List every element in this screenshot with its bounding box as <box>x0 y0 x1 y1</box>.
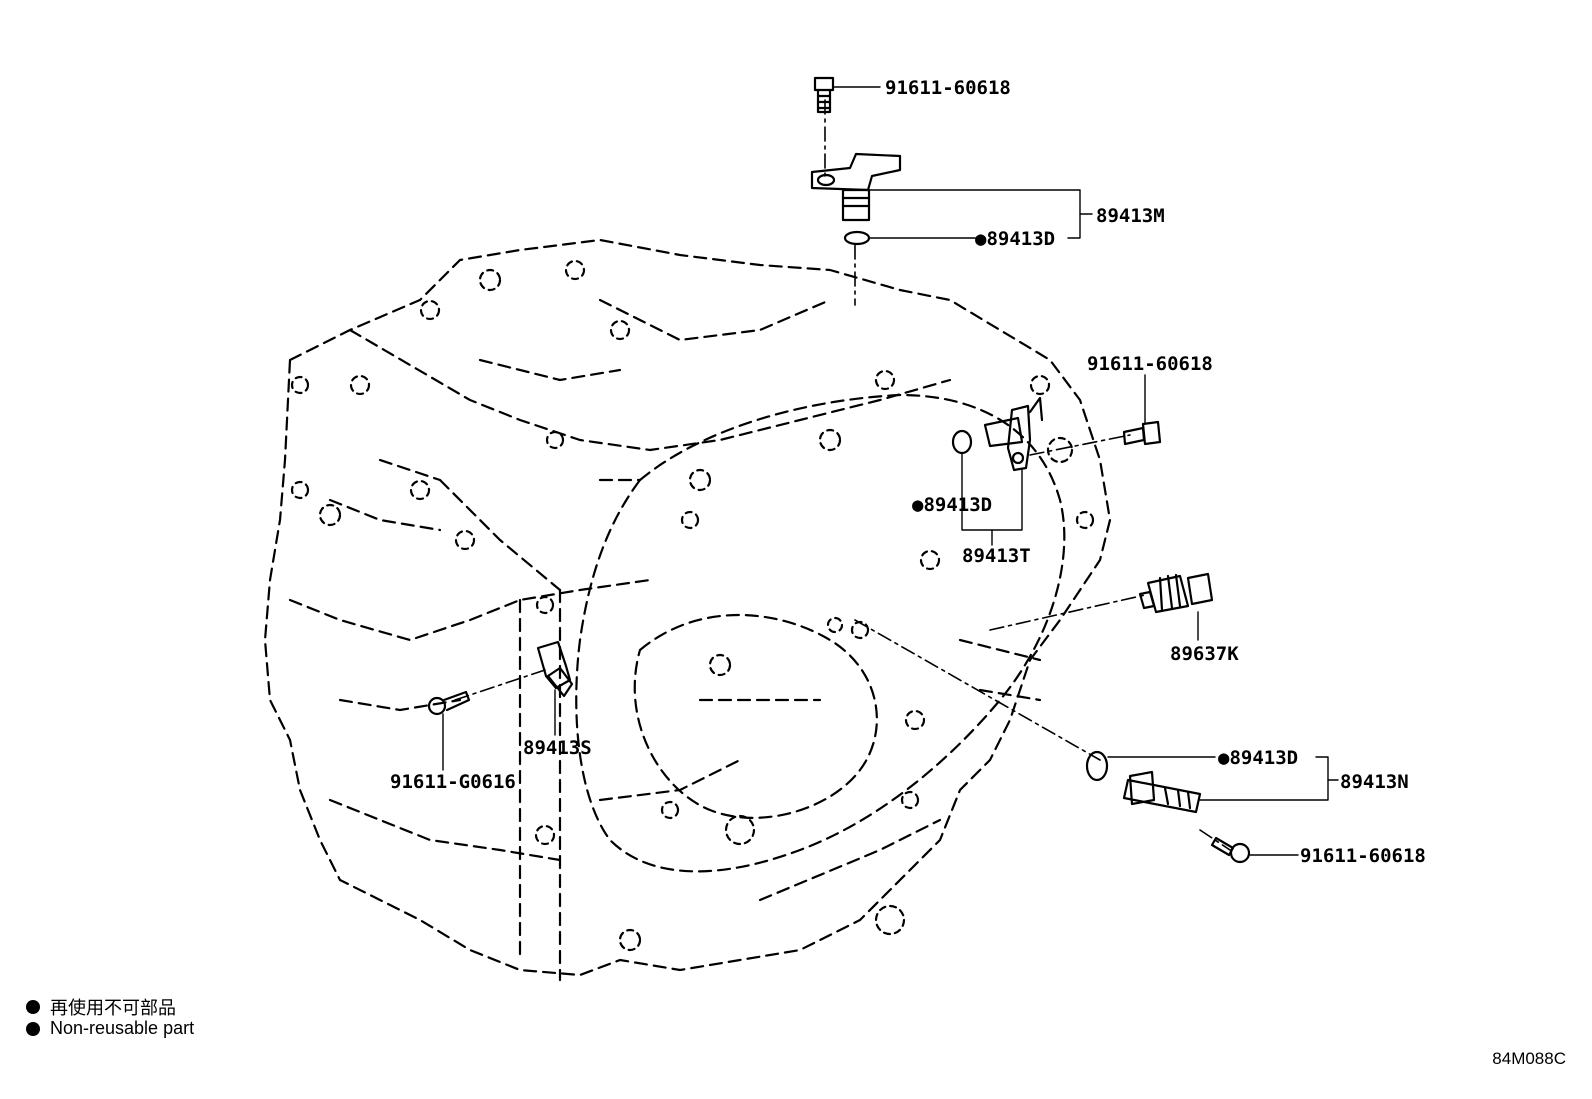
bolt-right-icon <box>1122 420 1162 446</box>
housing-bosses <box>290 259 1095 952</box>
oring-mid-icon <box>951 429 973 455</box>
leader-lines <box>442 86 1339 856</box>
legend-dot-icon <box>26 1021 40 1036</box>
transmission-housing <box>263 238 1112 982</box>
label-bolt-top: 91611-60618 <box>885 77 1011 99</box>
legend-text-ja: 再使用不可部品 <box>50 998 176 1018</box>
sensor-89413m-icon <box>810 152 902 222</box>
label-bolt-low: 91611-60618 <box>1300 845 1426 867</box>
label-oring-top: ●89413D <box>975 228 1055 250</box>
bolt-left-icon <box>427 690 471 716</box>
label-sensor-89413t: 89413T <box>962 545 1031 567</box>
oring-low-icon <box>1085 750 1109 782</box>
legend-text-en: Non-reusable part <box>50 1018 195 1038</box>
label-bolt-right: 91611-60618 <box>1087 353 1213 375</box>
switch-89637k-icon <box>1138 572 1214 614</box>
label-sensor-89413s: 89413S <box>523 737 592 759</box>
label-sensor-89413m: 89413M <box>1096 205 1165 227</box>
label-bolt-left: 91611-G0616 <box>390 771 516 793</box>
legend-dot-icon <box>26 1000 40 1014</box>
label-sensor-89413n: 89413N <box>1340 771 1409 793</box>
bolt-top-icon <box>813 76 835 114</box>
alignment-lines <box>454 99 1231 851</box>
label-switch-89637k: 89637K <box>1170 643 1239 665</box>
label-oring-mid: ●89413D <box>912 494 992 516</box>
bolt-low-icon <box>1210 836 1251 864</box>
diagram-code: 84M088C <box>1492 1049 1566 1068</box>
legend-row-en: Non-reusable part <box>26 1018 194 1039</box>
sensor-89413s-icon <box>536 640 574 698</box>
sensor-89413t-icon <box>983 396 1044 472</box>
label-oring-low: ●89413D <box>1218 747 1298 769</box>
oring-top-icon <box>843 230 871 246</box>
sensor-89413n-icon <box>1122 770 1202 814</box>
legend-row-ja: 再使用不可部品 <box>26 994 176 1020</box>
